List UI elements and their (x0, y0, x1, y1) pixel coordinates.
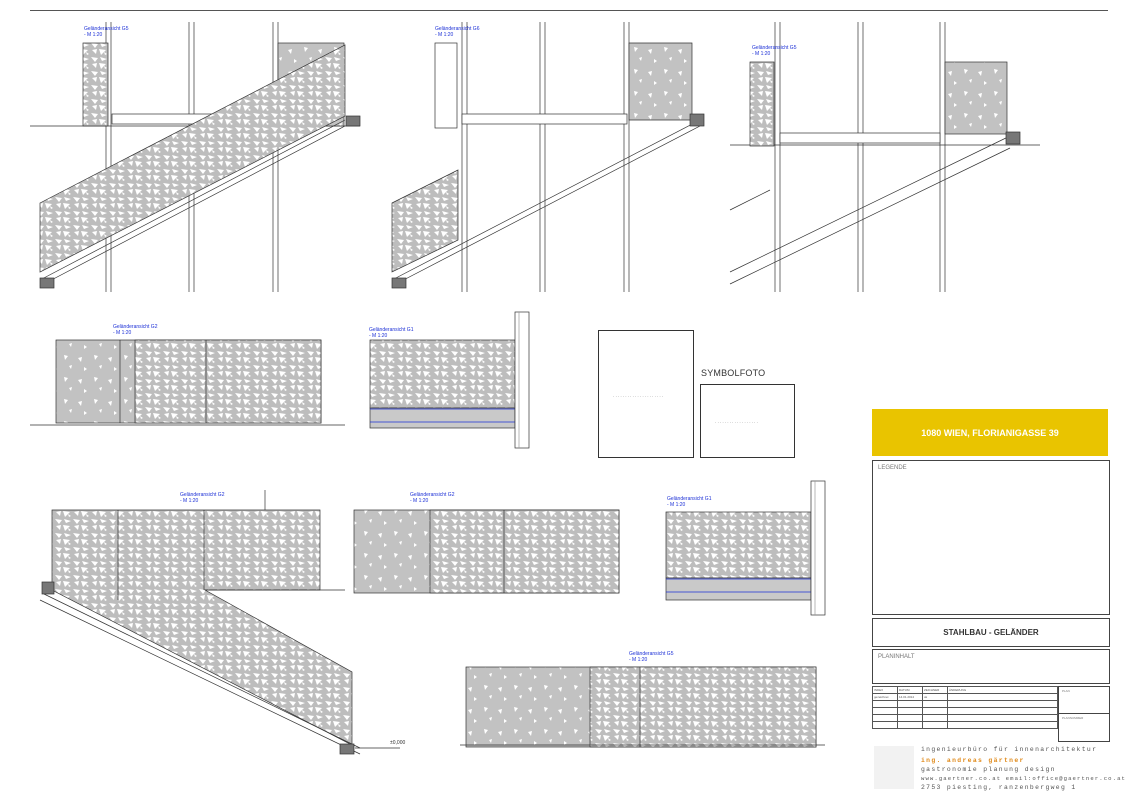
title-block-address-panel: 1080 WIEN, FLORIANIGASSE 39 (872, 409, 1108, 456)
symbol-photo-right-caption: · · · · · · · · · · · · · · · · · · (715, 420, 758, 425)
view-label-scale: - M 1:20 (113, 330, 132, 336)
view-label-name: Geländeransicht G1 (369, 327, 414, 333)
col-change: ÄNDERUNG (947, 686, 1058, 694)
view-label-g2-bottom-middle: Geländeransicht G2 - M 1:20 (410, 492, 454, 504)
elevation-g5-bottom (460, 666, 825, 748)
view-label-g2-bottom-left: Geländeransicht G2 - M 1:20 (180, 492, 224, 504)
view-label-scale: - M 1:20 (180, 498, 199, 504)
plan-number-label: PLANNUMMER (1062, 716, 1084, 720)
sheet-border-top (30, 10, 1108, 11)
view-label-g1-middle: Geländeransicht G1 - M 1:20 (369, 327, 413, 339)
cell: 14.01.2014 (897, 693, 923, 701)
view-label-name: Geländeransicht G2 (113, 324, 158, 330)
view-label-scale: - M 1:20 (435, 32, 454, 38)
cell: ok (922, 693, 948, 701)
plan-content-panel: PLANINHALT (872, 649, 1110, 684)
office-line-2: ing. andreas gärtner (921, 757, 1025, 764)
view-label-name: Geländeransicht G1 (667, 496, 712, 502)
cell: gezeichnet (872, 693, 898, 701)
revision-table-row: gezeichnet 14.01.2014 ok (872, 693, 1058, 701)
view-label-g5-top-right: Geländeransicht G5 - M 1:20 (752, 45, 796, 57)
view-label-g6-top-middle: Geländeransicht G6 - M 1:20 (435, 26, 479, 38)
view-label-name: Geländeransicht G6 (435, 26, 480, 32)
symbolfoto-title: SYMBOLFOTO (701, 368, 766, 378)
revision-table-row (872, 721, 1058, 729)
revision-table: INDEX DATUM ZEICHNER ÄNDERUNG gezeichnet… (872, 686, 1058, 729)
drawing-title-panel: STAHLBAU - GELÄNDER (872, 618, 1110, 647)
view-label-name: Geländeransicht G5 (629, 651, 674, 657)
view-label-g1-bottom: Geländeransicht G1 - M 1:20 (667, 496, 711, 508)
view-label-name: Geländeransicht G2 (410, 492, 455, 498)
col-index: INDEX (872, 686, 898, 694)
view-label-scale: - M 1:20 (667, 502, 686, 508)
project-address: 1080 WIEN, FLORIANIGASSE 39 (921, 428, 1059, 438)
view-label-scale: - M 1:20 (369, 333, 388, 339)
stair-elevation-bottom (39, 490, 400, 755)
col-date: DATUM (897, 686, 923, 694)
plan-box-label: PLAN (1062, 689, 1070, 693)
legend-label: LEGENDE (878, 465, 907, 471)
view-label-scale: - M 1:20 (410, 498, 429, 504)
plan-content-label: PLANINHALT (878, 654, 915, 660)
symbol-photo-left: · · · · · · · · · · · · · · · · · · · · … (598, 330, 694, 458)
view-label-g5-top-left: Geländeransicht G5 - M 1:20 (84, 26, 128, 38)
office-logo (874, 746, 914, 789)
view-label-name: Geländeransicht G5 (752, 45, 797, 51)
cell (947, 693, 1058, 701)
plan-number-box: PLANNUMMER (1058, 713, 1110, 742)
symbol-photo-right: · · · · · · · · · · · · · · · · · · (700, 384, 795, 458)
view-label-scale: - M 1:20 (752, 51, 771, 57)
revision-table-row (872, 714, 1058, 722)
office-line-4: www.gaertner.co.at email:office@gaertner… (921, 775, 1127, 782)
stair-view-3 (729, 22, 1040, 292)
elevation-g2-bottom (353, 509, 620, 594)
elevation-g1-bottom (665, 480, 826, 616)
level-mark: ±0,000 (390, 740, 406, 746)
elevation-g2-small (30, 339, 345, 426)
plan-box: PLAN (1058, 686, 1110, 715)
col-drawer: ZEICHNER (922, 686, 948, 694)
legend-panel: LEGENDE (872, 460, 1110, 615)
view-label-g5-bottom: Geländeransicht G5 - M 1:20 (629, 651, 673, 663)
view-label-name: Geländeransicht G2 (180, 492, 225, 498)
revision-table-row (872, 700, 1058, 708)
office-line-1: ingenieurbüro für innenarchitektur (921, 746, 1098, 753)
view-label-name: Geländeransicht G5 (84, 26, 129, 32)
office-line-3: gastronomie planung design (921, 766, 1056, 773)
drawing-title: STAHLBAU - GELÄNDER (943, 628, 1039, 637)
revision-table-row (872, 707, 1058, 715)
office-line-5: 2753 piesting, ranzenbergweg 1 (921, 784, 1077, 791)
symbol-photo-left-caption: · · · · · · · · · · · · · · · · · · · · … (613, 394, 664, 399)
stair-view-1 (30, 22, 361, 292)
elevation-g1-small (369, 311, 530, 449)
view-label-scale: - M 1:20 (84, 32, 103, 38)
revision-table-header: INDEX DATUM ZEICHNER ÄNDERUNG (872, 686, 1058, 694)
view-label-g2-middle: Geländeransicht G2 - M 1:20 (113, 324, 157, 336)
view-label-scale: - M 1:20 (629, 657, 648, 663)
stair-view-2 (391, 22, 705, 292)
